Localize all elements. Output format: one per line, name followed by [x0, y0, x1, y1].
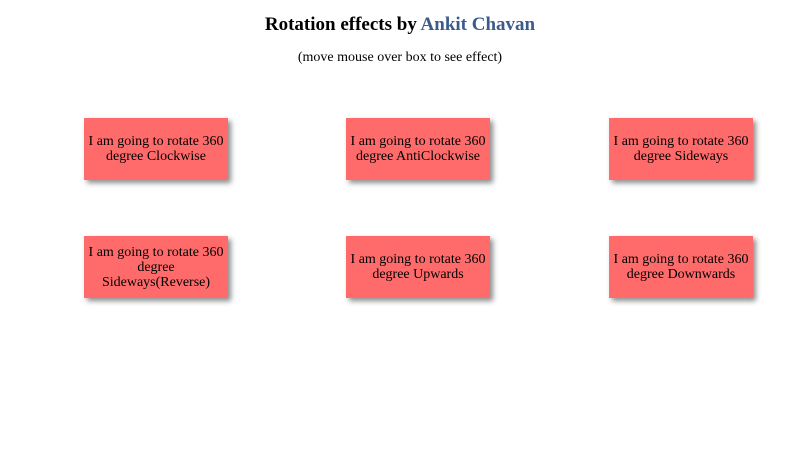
title-prefix: Rotation effects by: [264, 14, 417, 35]
page-title: Rotation effects by Ankit Chavan: [0, 14, 800, 36]
box-label: I am going to rotate 360 degree Upwards: [350, 252, 486, 282]
rotate-sideways-reverse-box[interactable]: I am going to rotate 360 degree Sideways…: [84, 236, 228, 298]
rotate-upwards-box[interactable]: I am going to rotate 360 degree Upwards: [346, 236, 490, 298]
box-label: I am going to rotate 360 degree AntiCloc…: [350, 134, 486, 164]
instruction-text: (move mouse over box to see effect): [297, 50, 503, 65]
box-label: I am going to rotate 360 degree Sideways…: [88, 244, 224, 290]
rotate-clockwise-box[interactable]: I am going to rotate 360 degree Clockwis…: [84, 118, 228, 180]
rotate-anticlockwise-box[interactable]: I am going to rotate 360 degree AntiCloc…: [346, 118, 490, 180]
box-label: I am going to rotate 360 degree Clockwis…: [88, 134, 224, 164]
box-label: I am going to rotate 360 degree Sideways: [613, 134, 749, 164]
rotate-downwards-box[interactable]: I am going to rotate 360 degree Downward…: [609, 236, 753, 298]
rotate-sideways-box[interactable]: I am going to rotate 360 degree Sideways: [609, 118, 753, 180]
author-name: Ankit Chavan: [420, 14, 536, 35]
box-label: I am going to rotate 360 degree Downward…: [613, 252, 749, 282]
